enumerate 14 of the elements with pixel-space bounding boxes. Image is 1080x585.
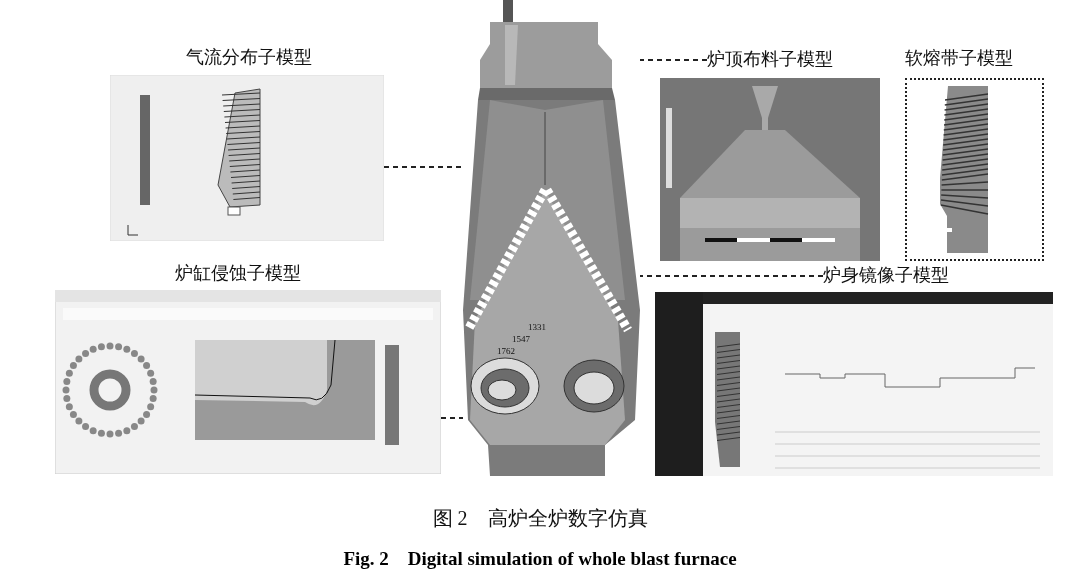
temperature-contour-value: 1762 bbox=[497, 346, 515, 356]
leader-line bbox=[639, 275, 824, 277]
model-title: 炉身镜像子模型 bbox=[823, 264, 949, 286]
model-title: 炉顶布料子模型 bbox=[707, 48, 833, 70]
leader-line bbox=[383, 166, 464, 168]
leader-line bbox=[440, 417, 464, 419]
leader-line bbox=[639, 59, 708, 61]
figure-caption: 图 2 高炉全炉数字仿真 bbox=[432, 506, 648, 531]
figure-caption: Fig. 2 Digital simulation of whole blast furnace bbox=[343, 547, 737, 571]
model-title: 软熔带子模型 bbox=[905, 47, 1013, 69]
temperature-contour-value: 1547 bbox=[512, 334, 530, 344]
model-title: 气流分布子模型 bbox=[186, 46, 312, 68]
model-title: 炉缸侵蚀子模型 bbox=[175, 262, 301, 284]
temperature-contour-value: 1331 bbox=[528, 322, 546, 332]
